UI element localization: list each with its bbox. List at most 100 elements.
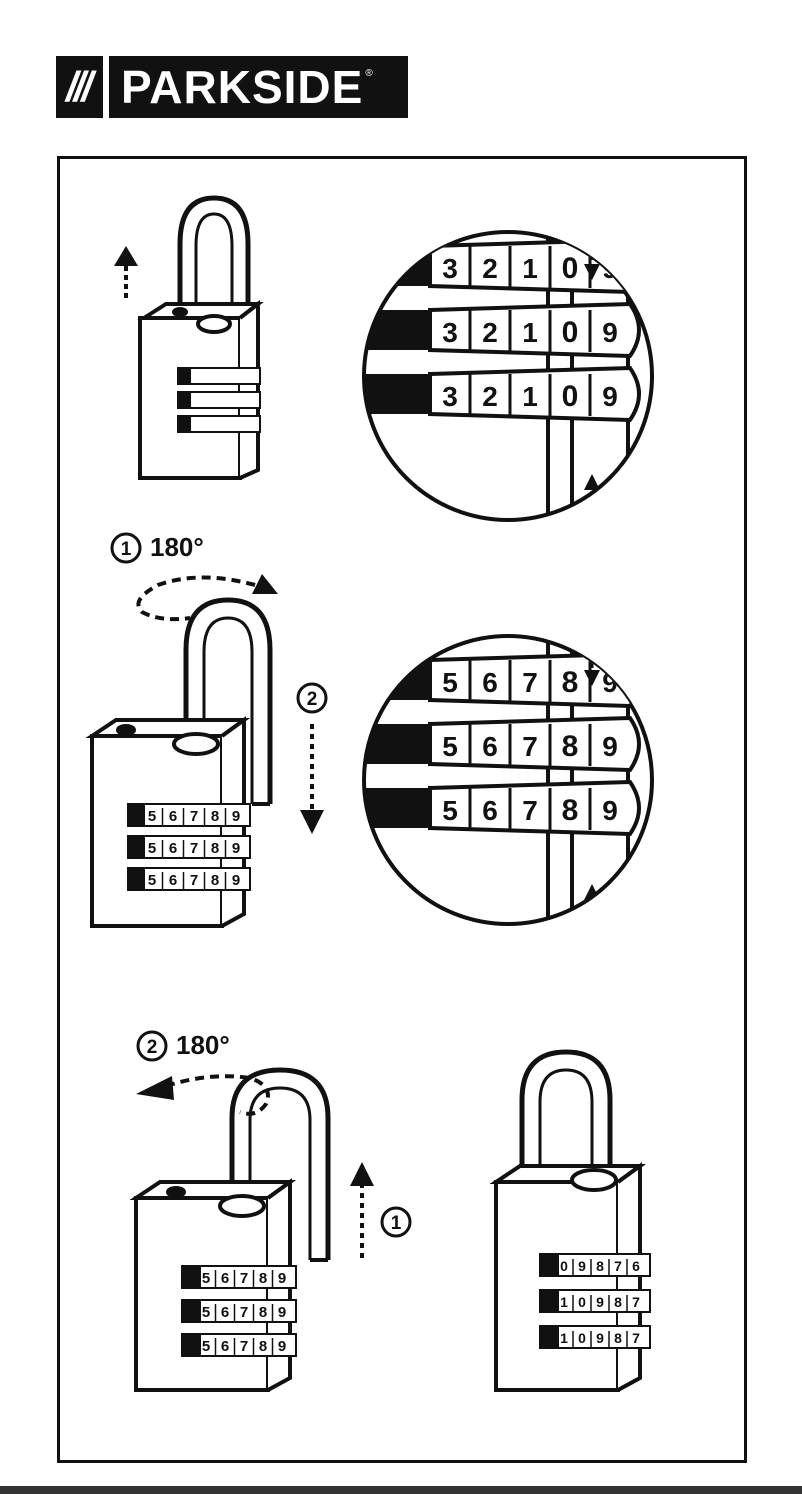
dial-digit: 1 [560, 1330, 568, 1346]
dial-digit: 7 [522, 731, 538, 762]
parkside-logo: /// PARKSIDE ® [56, 56, 408, 118]
dial-digit: 1 [522, 253, 538, 284]
dial-digit: 8 [259, 1338, 267, 1355]
dial-wheel [428, 779, 641, 837]
dial-digit: 7 [632, 1294, 640, 1310]
dial-digit: 6 [482, 667, 498, 698]
rotate-arrow-icon-1 [252, 574, 278, 594]
dial-digit: 9 [278, 1304, 286, 1321]
dial-digit: 5 [202, 1338, 210, 1355]
dial-digit: 6 [221, 1270, 229, 1287]
dial-digit: 8 [211, 872, 219, 889]
dial-digit: 8 [562, 794, 579, 827]
dial-digit: 5 [442, 795, 458, 826]
logo-registered-mark: ® [365, 68, 373, 79]
rotate-arrow-path-1 [136, 575, 256, 622]
dial-digit: 7 [240, 1270, 248, 1287]
dial-digit: 7 [614, 1258, 622, 1274]
dial-digit: 6 [221, 1338, 229, 1355]
dial-digit: 5 [148, 808, 156, 825]
logo-slashes: /// [66, 63, 93, 110]
dial-digit: 6 [482, 795, 498, 826]
padlock-open-small [137, 195, 264, 480]
dial-digit: 2 [482, 317, 498, 348]
dial-digit: 9 [602, 381, 618, 412]
dial-digit: 8 [614, 1294, 622, 1310]
rotate-arrow-path-2 [165, 1074, 270, 1116]
dial-digit: 0 [562, 380, 579, 413]
step-1-number: 1 [121, 539, 132, 560]
dial-digit: 9 [578, 1258, 586, 1274]
step-2-push-label: 2 [296, 682, 328, 714]
dial-digit: 6 [482, 731, 498, 762]
dial-digit: 0 [578, 1330, 586, 1346]
dial-digit: 7 [190, 872, 198, 889]
dial-digit: 6 [632, 1258, 640, 1274]
indicator-down-arrow-icon [584, 264, 600, 280]
dial-wheel-shadow [364, 374, 440, 414]
dial-wheel [428, 715, 641, 773]
dial-digit: 9 [278, 1270, 286, 1287]
dial-wheel-shadow [364, 310, 440, 350]
dial-digit: 9 [602, 795, 618, 826]
step-3-number: 2 [147, 1037, 158, 1058]
dial-digit: 5 [442, 667, 458, 698]
lift-arrow-icon [114, 246, 138, 266]
dial-digit: 2 [482, 253, 498, 284]
logo-brand: PARKSIDE [121, 61, 364, 113]
dial-digit: 1 [522, 381, 538, 412]
dial-digit: 6 [169, 808, 177, 825]
dial-digit: 9 [596, 1294, 604, 1310]
dial-digit: 7 [190, 808, 198, 825]
dial-digit: 9 [232, 840, 240, 857]
dial-digit: 2 [482, 381, 498, 412]
dial-digit: 9 [596, 1330, 604, 1346]
dial-digit: 8 [211, 840, 219, 857]
dial-digit: 9 [602, 731, 618, 762]
dial-digit: 9 [232, 808, 240, 825]
dial-digit: 0 [578, 1294, 586, 1310]
rotate-back-arrow-icon [136, 1076, 174, 1100]
dial-digit: 6 [221, 1304, 229, 1321]
dial-digit: 6 [169, 872, 177, 889]
dial-digit: 9 [278, 1338, 286, 1355]
step-2-number: 2 [307, 689, 318, 710]
dial-digit: 6 [169, 840, 177, 857]
illustration-frame [57, 156, 747, 1463]
dial-digit: 3 [442, 381, 458, 412]
step-4-number: 1 [391, 1213, 402, 1234]
dial-digit: 7 [190, 840, 198, 857]
dial-digit: 1 [522, 317, 538, 348]
logo-divider [103, 56, 110, 118]
dial-digit: 8 [259, 1304, 267, 1321]
indicator-down-arrow-icon [584, 670, 600, 686]
dial-wheel-shadow [364, 724, 440, 764]
dial-digit: 9 [602, 317, 618, 348]
dial-wheel [428, 301, 641, 359]
dial-digit: 7 [632, 1330, 640, 1346]
step-3-rotate-back-label: 2 180° [136, 1030, 230, 1062]
dial-digit: 3 [442, 317, 458, 348]
step-1-rotate-label: 1 180° [110, 532, 204, 564]
dial-digit: 7 [240, 1338, 248, 1355]
dial-digit: 8 [562, 730, 579, 763]
dial-digit: 8 [596, 1258, 604, 1274]
dial-digit: 5 [148, 872, 156, 889]
step-1-angle: 180° [150, 532, 204, 562]
dial-digit: 1 [560, 1294, 568, 1310]
page-bottom-rule [0, 1486, 802, 1494]
dial-digit: 0 [562, 316, 579, 349]
dial-digit: 5 [148, 840, 156, 857]
dial-wheel-shadow [364, 788, 440, 828]
step-3-angle: 180° [176, 1030, 230, 1060]
push-down-arrow-icon [300, 810, 324, 834]
dial-digit: 9 [232, 872, 240, 889]
dial-wheel [428, 365, 641, 423]
indicator-up-arrow-icon [584, 474, 600, 490]
dial-digit: 8 [259, 1270, 267, 1287]
